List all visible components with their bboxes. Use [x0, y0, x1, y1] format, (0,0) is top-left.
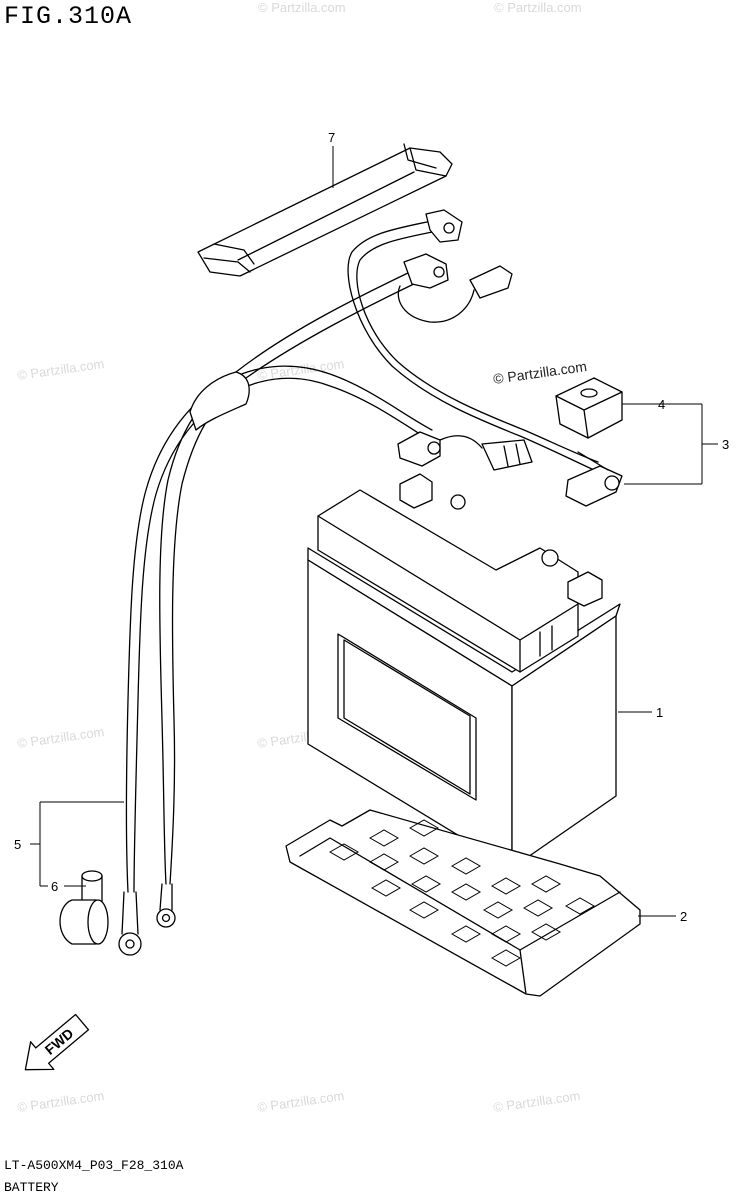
watermark: © Partzilla.com	[494, 0, 582, 15]
battery	[307, 473, 621, 869]
callouts: 1 2 3 4 5 6 7	[14, 130, 729, 924]
figure-title: FIG.310A	[4, 2, 133, 31]
leader-lines	[30, 403, 718, 917]
watermark: © Partzilla.com	[16, 356, 105, 383]
callout-1: 1	[656, 705, 663, 720]
tray-slots	[328, 819, 596, 967]
watermark-prominent: © Partzilla.com	[492, 358, 588, 387]
watermark: © Partzilla.com	[16, 724, 105, 751]
negative-cable	[347, 209, 623, 507]
figure-code: LT-A500XM4_P03_F28_310A	[4, 1158, 184, 1173]
callout-4: 4	[658, 397, 665, 412]
battery-tray	[285, 809, 641, 997]
watermark: © Partzilla.com	[16, 1088, 105, 1115]
watermark: © Partzilla.com	[256, 1088, 345, 1115]
callout-2: 2	[680, 909, 687, 924]
battery-strap	[197, 143, 453, 277]
fwd-arrow-icon: FWD	[24, 1013, 90, 1071]
callout-7: 7	[328, 130, 335, 145]
watermark: © Partzilla.com	[258, 0, 346, 15]
positive-harness	[118, 253, 533, 956]
callout-3: 3	[722, 437, 729, 452]
figure-caption: BATTERY	[4, 1180, 59, 1195]
terminal-cover	[59, 870, 109, 945]
callout-6: 6	[51, 879, 58, 894]
terminal-cap	[555, 377, 623, 439]
watermark: © Partzilla.com	[492, 1088, 581, 1115]
callout-5: 5	[14, 837, 21, 852]
